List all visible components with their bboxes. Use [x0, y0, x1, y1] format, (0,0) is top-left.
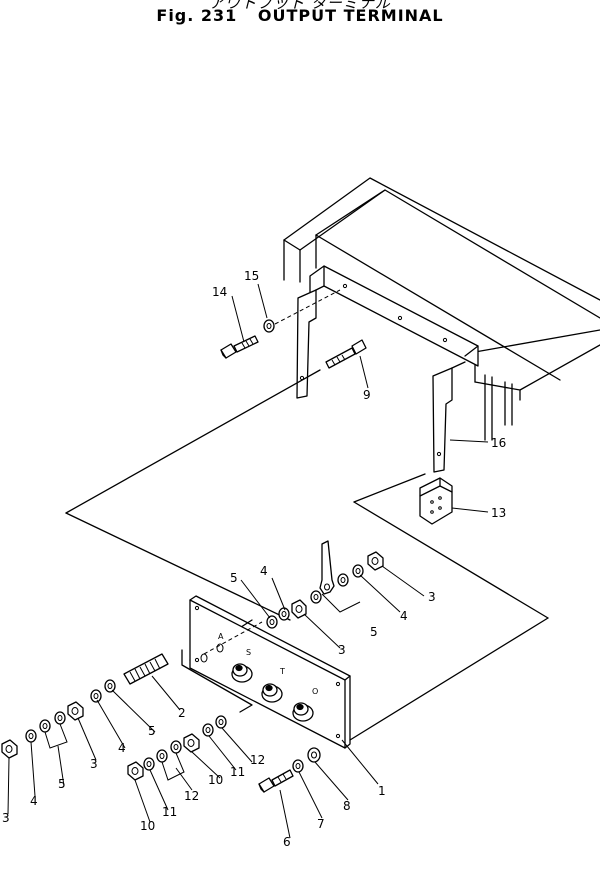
terminal-post-s	[231, 663, 253, 683]
washer-5-right	[266, 615, 278, 629]
leader-lines	[7, 283, 489, 839]
washer-5-upper-right	[310, 590, 322, 604]
callout-12-left: 12	[184, 789, 199, 803]
figure-label: Fig. 231	[156, 6, 238, 25]
plate-mark-o: O	[312, 687, 318, 696]
callout-2: 2	[178, 706, 186, 720]
callout-11-right: 11	[230, 765, 245, 779]
callout-labels: 14 15 9 16 13 1 2 3 4 5 3 4 5 5 4 3 5 4 …	[2, 269, 506, 849]
callout-3-left: 3	[90, 757, 98, 771]
nut-10-b	[127, 761, 144, 781]
washer-8	[307, 747, 321, 763]
callout-3-mid: 3	[338, 643, 346, 657]
title-english: Fig. 231 OUTPUT TERMINAL	[0, 6, 600, 25]
callout-11-left: 11	[162, 805, 177, 819]
bolt-6	[258, 769, 294, 793]
callout-13: 13	[491, 506, 506, 520]
callout-10-right: 10	[208, 773, 223, 787]
callout-4-far-left: 4	[30, 794, 38, 808]
left-exploded-hardware	[1, 653, 169, 759]
nut-3-left	[67, 701, 84, 721]
plate-mark-a: A	[218, 632, 224, 641]
callout-12-right: 12	[250, 753, 265, 767]
callout-16: 16	[491, 436, 506, 450]
bolt-14	[220, 335, 259, 359]
connector-block	[419, 477, 453, 525]
washer-7	[292, 759, 304, 773]
callout-8: 8	[343, 799, 351, 813]
bolt-9	[325, 339, 367, 369]
washer-12-b	[170, 740, 182, 754]
washer-12-c	[156, 749, 168, 763]
nut-3-right	[291, 599, 307, 619]
callout-5-right: 5	[370, 625, 378, 639]
nut-10-a	[183, 733, 200, 753]
washer-11-a	[202, 723, 214, 737]
washer-4-right	[278, 607, 290, 621]
callout-3-far-left: 3	[2, 811, 10, 825]
washer-12-a	[215, 715, 227, 729]
washer-5-left-a	[54, 711, 66, 725]
lug-terminal	[319, 540, 335, 595]
callout-7: 7	[317, 817, 325, 831]
callout-5-far-left: 5	[58, 777, 66, 791]
lower-hardware	[127, 715, 321, 793]
callout-4-right: 4	[400, 609, 408, 623]
washer-4-upper-right	[352, 564, 364, 578]
callout-1: 1	[378, 784, 386, 798]
washer-15	[263, 319, 275, 333]
callout-5-left: 5	[148, 724, 156, 738]
washer-5-upper-right-2	[337, 573, 349, 587]
nut-3-far-left	[1, 739, 18, 759]
washer-5-left-b	[39, 719, 51, 733]
callout-4-mid: 4	[260, 564, 268, 578]
callout-10-left: 10	[140, 819, 155, 833]
washer-4-stud	[90, 689, 102, 703]
callout-4-left: 4	[118, 741, 126, 755]
terminal-posts	[231, 663, 314, 722]
terminal-post-o	[292, 702, 314, 722]
callout-3-right: 3	[428, 590, 436, 604]
stud-2	[123, 653, 169, 685]
figure-name: OUTPUT TERMINAL	[257, 6, 444, 25]
terminal-post-t	[261, 683, 283, 703]
callout-6: 6	[283, 835, 291, 849]
washer-4-far-left	[25, 729, 37, 743]
callout-14: 14	[212, 285, 227, 299]
callout-9: 9	[363, 388, 371, 402]
nut-3-upper-right	[367, 551, 384, 571]
mounting-bracket	[296, 265, 479, 473]
callout-15: 15	[244, 269, 259, 283]
title-japanese: アウトプット ターミナル	[209, 0, 391, 12]
plate-mark-t: T	[279, 667, 285, 676]
washer-5-stud	[104, 679, 116, 693]
housing-outline	[283, 177, 600, 441]
callout-5-mid: 5	[230, 571, 238, 585]
washer-11-b	[143, 757, 155, 771]
right-side-hardware	[266, 540, 384, 629]
plate-mark-s: S	[246, 648, 251, 657]
